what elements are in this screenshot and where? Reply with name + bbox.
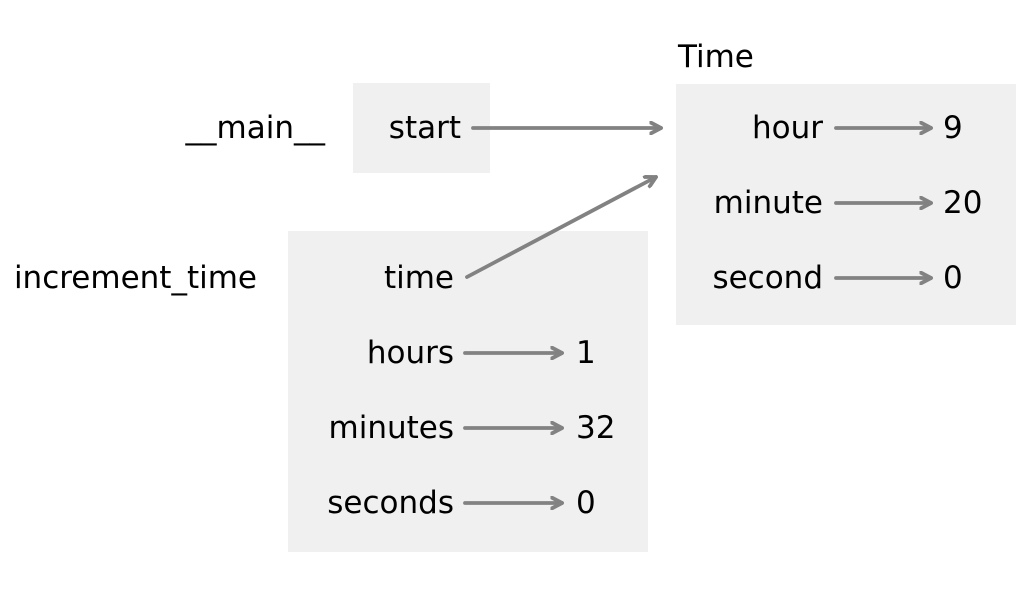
attr-value-second: 0	[943, 260, 963, 296]
var-value-hours: 1	[576, 335, 596, 371]
attr-name-minute: minute	[713, 185, 823, 221]
attr-value-hour: 9	[943, 110, 963, 146]
attr-value-minute: 20	[943, 185, 983, 221]
frame-label-increment-time: increment_time	[13, 260, 257, 296]
var-name-seconds: seconds	[327, 485, 454, 521]
frame-box-increment-time	[288, 231, 648, 552]
attr-name-second: second	[712, 260, 823, 296]
var-name-hours: hours	[366, 335, 454, 371]
var-name-time: time	[383, 260, 454, 296]
frame-label-main: __main__	[185, 110, 325, 146]
var-value-seconds: 0	[576, 485, 596, 521]
attr-name-hour: hour	[751, 110, 823, 146]
var-value-minutes: 32	[576, 410, 616, 446]
var-name-minutes: minutes	[328, 410, 454, 446]
var-name-start: start	[388, 110, 461, 146]
frame-box-main	[353, 83, 490, 173]
object-type-label-time: Time	[678, 39, 754, 75]
